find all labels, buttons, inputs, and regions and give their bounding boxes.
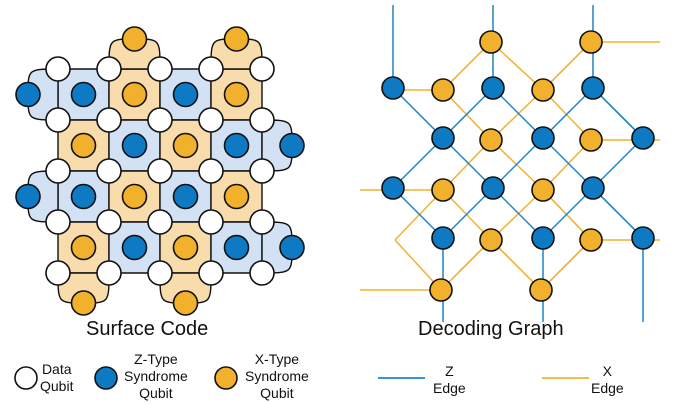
data-qubit: [198, 260, 224, 286]
data-qubit: [147, 107, 173, 133]
decoding-graph-caption: Decoding Graph: [418, 318, 564, 340]
data-qubit: [45, 158, 71, 184]
z-syndrome-qubit: [70, 183, 97, 210]
x-syndrome-node: [479, 128, 503, 152]
x-syndrome-node: [529, 278, 553, 302]
legend-marks: [14, 366, 589, 390]
legend-data-qubit-swatch: [14, 366, 38, 390]
z-syndrome-node: [581, 76, 605, 100]
data-qubit: [198, 209, 224, 235]
z-syndrome-qubit: [121, 234, 148, 261]
z-syndrome-node: [631, 126, 655, 150]
decoding-graph-edges: [360, 5, 660, 322]
z-syndrome-node: [581, 176, 605, 200]
x-syndrome-node: [531, 178, 555, 202]
z-syndrome-qubit: [172, 183, 199, 210]
z-syndrome-qubit: [70, 81, 97, 108]
x-syndrome-node: [431, 78, 455, 102]
x-syndrome-node: [479, 228, 503, 252]
z-syndrome-node: [381, 76, 405, 100]
data-qubit: [45, 260, 71, 286]
z-syndrome-qubit: [15, 81, 41, 108]
data-qubit: [198, 56, 224, 82]
legend-x-syndrome-swatch: [214, 366, 238, 390]
z-syndrome-qubit: [121, 132, 148, 159]
x-syndrome-qubit: [121, 26, 148, 52]
x-syndrome-node: [579, 128, 603, 152]
decoding-graph-nodes: [381, 30, 655, 302]
z-syndrome-qubit: [223, 234, 250, 261]
x-edge: [490, 189, 544, 241]
data-qubit: [96, 158, 122, 184]
data-qubit: [249, 260, 275, 286]
surface-code-caption: Surface Code: [86, 318, 209, 340]
x-syndrome-qubit: [121, 183, 148, 210]
x-syndrome-node: [429, 278, 453, 302]
z-syndrome-qubit: [223, 132, 250, 159]
x-syndrome-qubit: [70, 234, 97, 261]
data-qubit: [249, 209, 275, 235]
z-syndrome-node: [431, 126, 455, 150]
x-syndrome-qubit: [172, 290, 199, 316]
data-qubit: [198, 107, 224, 133]
x-syndrome-qubit: [121, 81, 148, 108]
legend-z-syndrome-swatch: [94, 366, 118, 390]
data-qubit: [147, 260, 173, 286]
x-syndrome-node: [479, 30, 503, 54]
x-edge: [490, 89, 544, 141]
data-qubit: [45, 56, 71, 82]
data-qubit: [249, 56, 275, 82]
x-syndrome-qubit: [223, 26, 250, 52]
x-syndrome-qubit: [70, 132, 97, 159]
z-syndrome-node: [481, 76, 505, 100]
x-syndrome-qubit: [70, 290, 97, 316]
x-syndrome-node: [579, 30, 603, 54]
surface-code-data-qubits: [45, 56, 275, 286]
surface-code-syndrome-qubits: [15, 26, 305, 316]
data-qubit: [249, 107, 275, 133]
data-qubit: [198, 158, 224, 184]
z-syndrome-qubit: [279, 234, 305, 261]
z-syndrome-node: [481, 176, 505, 200]
x-syndrome-qubit: [223, 183, 250, 210]
x-syndrome-node: [431, 178, 455, 202]
z-syndrome-qubit: [15, 183, 41, 210]
x-syndrome-qubit: [172, 234, 199, 261]
data-qubit: [45, 209, 71, 235]
z-syndrome-node: [381, 176, 405, 200]
x-syndrome-qubit: [223, 81, 250, 108]
x-syndrome-qubit: [172, 132, 199, 159]
z-syndrome-node: [531, 126, 555, 150]
data-qubit: [45, 107, 71, 133]
z-syndrome-node: [531, 226, 555, 250]
z-syndrome-node: [431, 226, 455, 250]
data-qubit: [96, 56, 122, 82]
data-qubit: [96, 260, 122, 286]
data-qubit: [96, 107, 122, 133]
data-qubit: [147, 209, 173, 235]
z-syndrome-node: [631, 226, 655, 250]
data-qubit: [249, 158, 275, 184]
data-qubit: [147, 56, 173, 82]
x-syndrome-node: [579, 228, 603, 252]
data-qubit: [96, 209, 122, 235]
z-syndrome-qubit: [279, 132, 305, 159]
x-syndrome-node: [531, 78, 555, 102]
z-syndrome-qubit: [172, 81, 199, 108]
data-qubit: [147, 158, 173, 184]
